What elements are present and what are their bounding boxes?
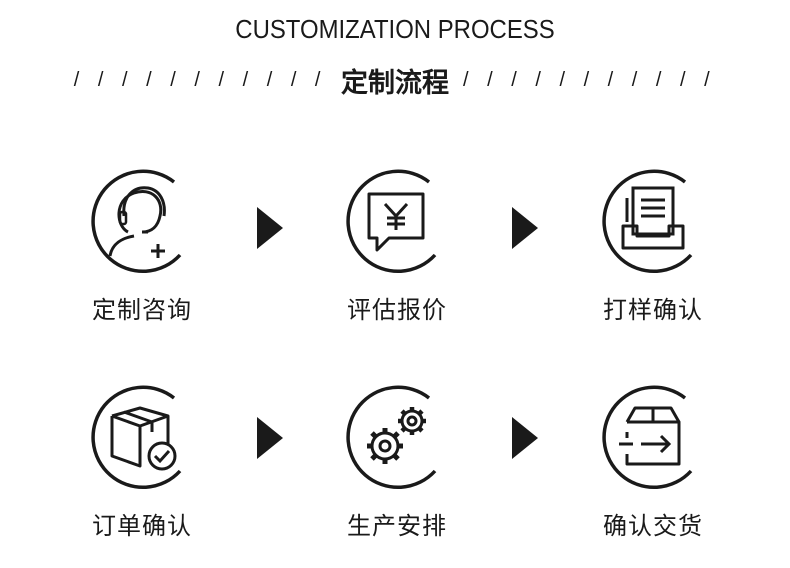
step-delivery: 确认交货 bbox=[553, 376, 753, 541]
step-label: 定制咨询 bbox=[92, 296, 192, 324]
delivery-box-icon bbox=[602, 385, 693, 490]
slash-divider-left: / / / / / / / / / / / bbox=[73, 68, 327, 91]
step-consult: 定制咨询 bbox=[42, 160, 242, 325]
yuan-chat-icon bbox=[346, 169, 437, 274]
step-order: 订单确认 bbox=[42, 376, 242, 541]
step-label: 打样确认 bbox=[603, 296, 703, 324]
page-title-cn: 定制流程 bbox=[341, 67, 449, 99]
step-quote: 评估报价 bbox=[297, 160, 497, 325]
arrow-right-icon bbox=[255, 205, 285, 255]
step-label: 确认交货 bbox=[603, 512, 703, 540]
step-label: 生产安排 bbox=[347, 512, 447, 540]
step-label: 评估报价 bbox=[347, 296, 447, 324]
page-title-en: CUSTOMIZATION PROCESS bbox=[235, 14, 555, 44]
step-sample: 打样确认 bbox=[553, 160, 753, 325]
package-check-icon bbox=[91, 385, 182, 490]
arrow-right-icon bbox=[255, 415, 285, 465]
slash-divider-right: / / / / / / / / / / / bbox=[463, 68, 717, 91]
step-production: 生产安排 bbox=[297, 376, 497, 541]
arrow-right-icon bbox=[510, 205, 540, 255]
gears-icon bbox=[346, 385, 437, 490]
subtitle-row: / / / / / / / / / / / 定制流程 / / / / / / /… bbox=[0, 58, 790, 102]
document-tray-icon bbox=[602, 169, 693, 274]
step-label: 订单确认 bbox=[92, 512, 192, 540]
arrow-right-icon bbox=[510, 415, 540, 465]
customer-service-icon bbox=[91, 169, 182, 274]
